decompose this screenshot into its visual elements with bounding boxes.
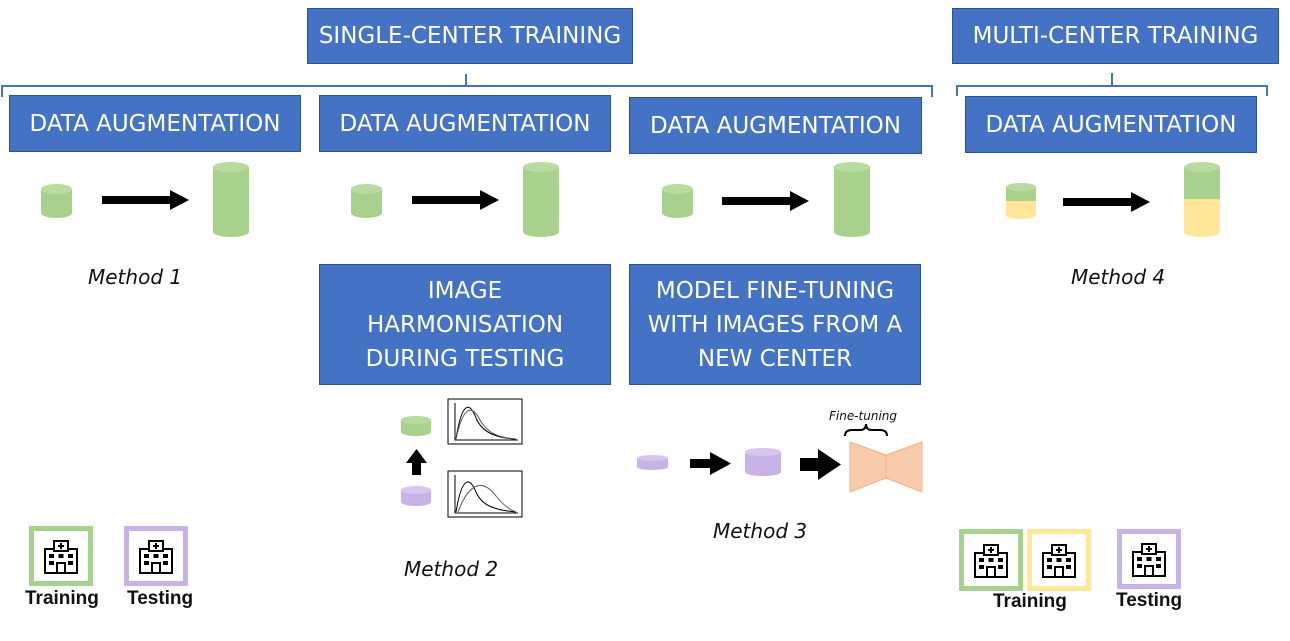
- database-cylinder-icon: [637, 455, 668, 470]
- legend-testing-label: Testing: [127, 588, 194, 609]
- database-cylinder-icon: [213, 162, 249, 237]
- training-center-badge: [959, 529, 1023, 591]
- multi-center-training-header: MULTI-CENTER TRAINING: [952, 8, 1279, 64]
- method2-label: Method 2: [404, 557, 499, 581]
- database-cylinder-icon: [351, 184, 382, 218]
- database-cylinder-icon: [1006, 183, 1036, 219]
- data-augmentation-box-method3: DATA AUGMENTATION: [629, 97, 922, 154]
- arrow-right-icon: [690, 452, 731, 475]
- arrow-right-icon: [412, 190, 499, 210]
- database-cylinder-icon: [745, 448, 781, 476]
- database-cylinder-icon: [662, 184, 693, 218]
- arrow-right-icon: [722, 191, 809, 211]
- method4-label: Method 4: [1071, 265, 1166, 289]
- hospital-icon: [1042, 544, 1076, 578]
- single-center-bracket: [1, 74, 933, 97]
- database-cylinder-icon: [523, 162, 559, 237]
- testing-center-badge: [124, 526, 188, 586]
- network-model-icon: [849, 441, 923, 493]
- arrow-right-icon: [102, 190, 189, 210]
- model-finetuning-box: MODEL FINE-TUNING WITH IMAGES FROM A NEW…: [629, 264, 921, 385]
- database-cylinder-icon: [401, 416, 431, 436]
- data-augmentation-box-method2: DATA AUGMENTATION: [319, 95, 611, 152]
- method1-label: Method 1: [88, 265, 183, 289]
- testing-center-badge: [1117, 529, 1181, 589]
- data-augmentation-box-method1: DATA AUGMENTATION: [9, 95, 301, 152]
- histogram-curve-icon: [447, 470, 523, 518]
- database-cylinder-icon: [1184, 162, 1220, 237]
- database-cylinder-icon: [401, 486, 431, 506]
- histogram-curve-icon: [447, 398, 523, 445]
- legend-testing-label-multi: Testing: [1116, 590, 1183, 611]
- finetuning-label: Fine-tuning: [829, 409, 898, 423]
- hospital-icon: [974, 544, 1008, 578]
- database-cylinder-icon: [834, 162, 870, 237]
- multi-center-bracket: [956, 73, 1268, 96]
- single-center-training-header: SINGLE-CENTER TRAINING: [307, 8, 633, 64]
- legend-training-label: Training: [25, 588, 99, 609]
- database-cylinder-icon: [41, 184, 72, 218]
- hospital-icon: [44, 540, 78, 574]
- hospital-icon: [1132, 543, 1166, 577]
- training-center-badge: [29, 526, 93, 586]
- finetuning-bracket: [844, 423, 888, 437]
- method3-label: Method 3: [713, 519, 808, 543]
- arrow-right-icon: [1063, 192, 1150, 212]
- legend-training-label-multi: Training: [993, 591, 1067, 612]
- arrow-right-icon: [800, 449, 841, 480]
- second-training-center-badge: [1027, 529, 1091, 591]
- arrow-up-icon: [406, 449, 427, 475]
- image-harmonisation-box: IMAGE HARMONISATION DURING TESTING: [319, 264, 611, 385]
- hospital-icon: [139, 540, 173, 574]
- data-augmentation-box-method4: DATA AUGMENTATION: [965, 96, 1257, 153]
